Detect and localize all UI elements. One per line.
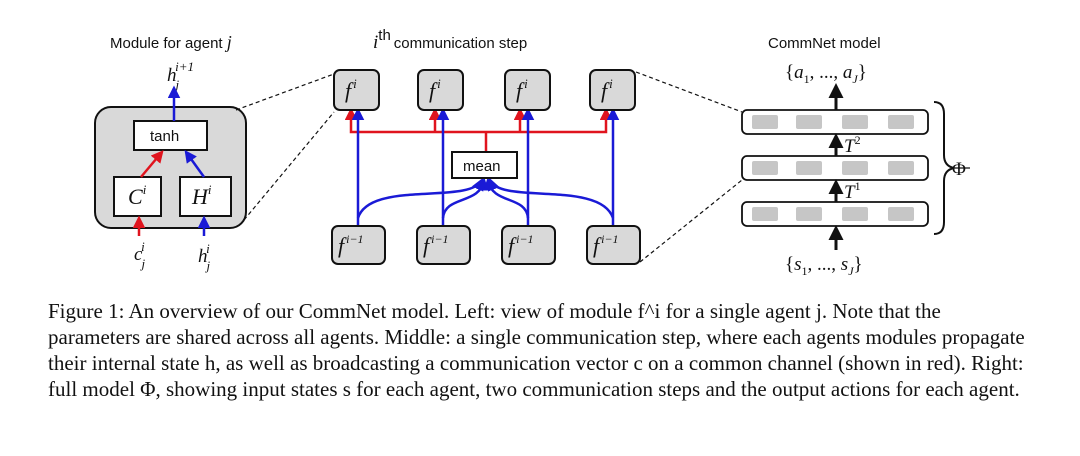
- zoom-line-top-left: [235, 73, 335, 111]
- layer-row-top: [741, 109, 929, 135]
- f-bottom-box-4: [586, 225, 641, 265]
- figure-caption: Figure 1: An overview of our CommNet mod…: [48, 298, 1038, 402]
- input-h-label: hji: [198, 241, 211, 273]
- comm-bus-red: [349, 112, 608, 134]
- left-panel-title-text: Module for agent j: [110, 32, 232, 52]
- t2-label: T2: [844, 133, 861, 157]
- blue-curve-2: [441, 177, 489, 219]
- layer-bottom-cell-4: [888, 207, 914, 221]
- commnet-figure: Module for agent j hji+1 tanh Ci Hi cji …: [94, 27, 970, 278]
- layer-middle-cell-2: [796, 161, 822, 175]
- layer-row-bottom: [741, 201, 929, 227]
- t1-label: T1: [844, 179, 861, 203]
- layer-top-cell-3: [842, 115, 868, 129]
- input-c-label: cji: [134, 239, 145, 271]
- layer-middle-cell-1: [752, 161, 778, 175]
- mean-label: mean: [463, 158, 501, 175]
- zoom-line-bottom-right: [639, 179, 743, 263]
- c-box: [113, 176, 162, 217]
- phi-label: Φ: [952, 159, 966, 180]
- h-to-tanh-arrow: [184, 149, 206, 178]
- tanh-label: tanh: [150, 128, 179, 145]
- layer-bottom-cell-3: [842, 207, 868, 221]
- f-top-box-4: [589, 69, 636, 111]
- zoom-line-top-right: [635, 71, 743, 113]
- mean-box: [451, 151, 518, 179]
- right-panel: CommNet model {a1, ..., aJ}: [741, 35, 970, 278]
- f-bottom-box-1: [331, 225, 386, 265]
- blue-curve-4: [487, 177, 615, 219]
- layer-top-cell-1: [752, 115, 778, 129]
- phi-brace: [933, 101, 955, 235]
- tanh-box: [133, 120, 208, 151]
- layer-top-cell-2: [796, 115, 822, 129]
- output-actions-label: {a1, ..., aJ}: [785, 62, 867, 86]
- layer-middle-cell-3: [842, 161, 868, 175]
- layer-top-cell-4: [888, 115, 914, 129]
- f-bottom-box-3: [501, 225, 556, 265]
- layer-middle-cell-4: [888, 161, 914, 175]
- h-box: [179, 176, 232, 217]
- left-panel: Module for agent j hji+1 tanh Ci Hi cji …: [94, 32, 247, 273]
- c-to-tanh-arrow: [140, 150, 164, 178]
- right-panel-title: CommNet model: [768, 35, 881, 52]
- c-box-label: Ci: [128, 182, 147, 209]
- zoom-line-bottom-left: [243, 111, 335, 221]
- f-top-box-1: [333, 69, 380, 111]
- input-states-label: {s1, ..., sJ}: [785, 254, 863, 278]
- h-box-label: Hi: [191, 182, 212, 209]
- caption-text: Figure 1: An overview of our CommNet mod…: [48, 299, 1030, 401]
- layer-bottom-cell-1: [752, 207, 778, 221]
- layer-row-middle: [741, 155, 929, 181]
- f-bottom-box-2: [416, 225, 471, 265]
- output-h-label: hji+1: [167, 59, 194, 92]
- f-top-box-3: [504, 69, 551, 111]
- blue-curve-1: [356, 177, 484, 219]
- layer-bottom-cell-2: [796, 207, 822, 221]
- f-top-box-2: [417, 69, 464, 111]
